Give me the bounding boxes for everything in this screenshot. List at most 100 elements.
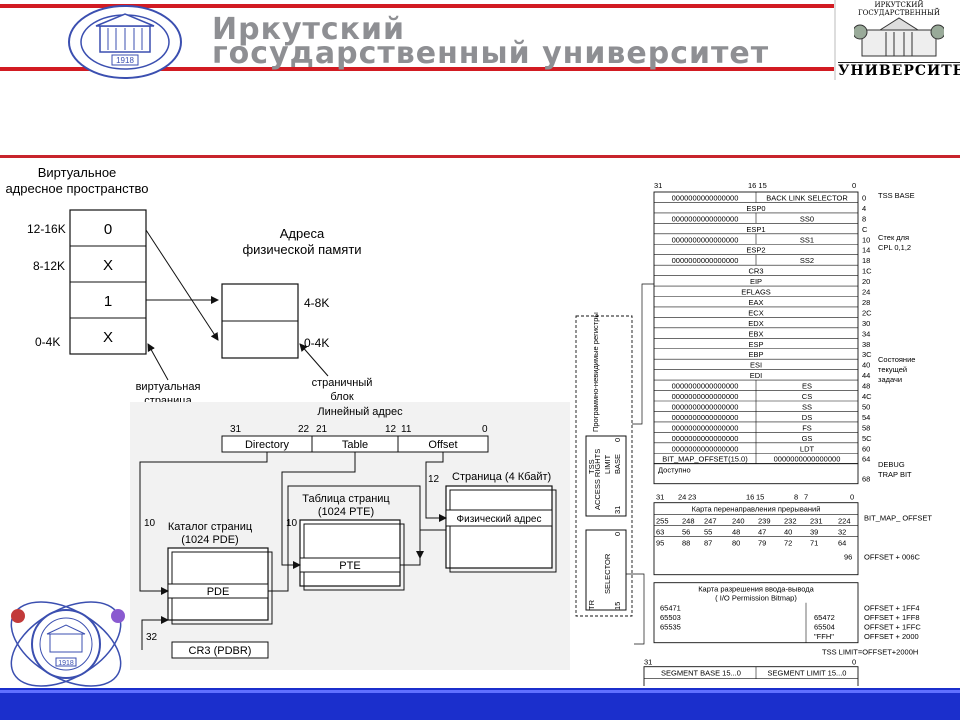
tss-io-box: [653, 582, 859, 644]
tss-redirect-96: 96: [844, 553, 852, 562]
seal-year: 1918: [116, 56, 134, 65]
tss-redirect-cell: 72: [784, 539, 792, 548]
tss-redirect-cell: 79: [758, 539, 766, 548]
tss-row-4-left: 0000000000000000: [672, 235, 739, 244]
tss-redirect-cell: 64: [838, 539, 846, 548]
virtual-row-1-value: X: [103, 257, 113, 274]
tss-tss-label: TSS: [587, 459, 596, 474]
tss-row-19-left: 0000000000000000: [672, 392, 739, 401]
virtual-row-3-range: 0-4K: [35, 335, 60, 349]
tss-n0: 0: [613, 532, 622, 536]
tss-redirect-cell: 255: [656, 517, 669, 526]
virtual-row-2-value: 1: [104, 293, 112, 310]
tss-row-8-offset: 20: [862, 277, 870, 286]
physical-range-1: 0-4K: [304, 336, 329, 350]
tss-available-box: [653, 463, 859, 485]
tss-row-5-offset: 14: [862, 246, 870, 255]
field-table: Table: [342, 439, 368, 451]
tss-row-20-right: SS: [802, 402, 812, 411]
tss-descriptor: [643, 666, 859, 686]
pte-label: PTE: [339, 560, 360, 572]
page-block-label-2: блок: [330, 391, 353, 403]
page-box: [445, 485, 553, 569]
bit-12: 12: [385, 424, 397, 435]
field-offset: Offset: [428, 439, 457, 451]
tss-segment-base: SEGMENT BASE 15...0: [661, 669, 741, 678]
tss-row-23-offset: 5C: [862, 434, 872, 443]
tss-row-2-left: 0000000000000000: [672, 214, 739, 223]
tss-io-left-1: 65503: [660, 613, 681, 622]
mapping-arrow-0: [145, 229, 219, 341]
tss-io-label-2: ( I/O Permission Bitmap): [715, 594, 797, 603]
tss-redirect-cell: 63: [656, 528, 664, 537]
tss-redirect-cell: 80: [732, 539, 740, 548]
tss-row-6-left: 0000000000000000: [672, 256, 739, 265]
tss-offset-006c: OFFSET + 006C: [864, 553, 921, 562]
tss-limit-field: LIMIT: [603, 454, 612, 474]
bottom-seal-year: 1918: [58, 660, 74, 667]
tss-row-25-offset: 64: [862, 455, 870, 464]
tss-redirect-cell: 40: [784, 528, 792, 537]
tss-redirect-cell: 232: [784, 517, 797, 526]
tss-row-13-field: EBX: [748, 329, 763, 338]
tss-io-right-1: 65472: [814, 613, 835, 622]
tss-row-19-offset: 4C: [862, 392, 872, 401]
cr3-box: [171, 641, 269, 659]
tss-row-1-offset: 4: [862, 204, 866, 213]
tss-offset-68: 68: [862, 475, 870, 484]
tss-row-22-left: 0000000000000000: [672, 423, 739, 432]
physical-label-2: физической памяти: [242, 242, 361, 257]
virtual-row-0-value: 0: [104, 221, 112, 238]
tss-redirect-cell: 95: [656, 539, 664, 548]
tss-row-22-offset: 58: [862, 423, 870, 432]
tss-redirect-cell: 47: [758, 528, 766, 537]
tss-row-0-offset: 0: [862, 193, 866, 202]
bottom-seal-logo: 1918: [10, 601, 125, 687]
tss-row-9-offset: 24: [862, 288, 870, 297]
tss-row-21-left: 0000000000000000: [672, 413, 739, 422]
tss-row-6-right: SS2: [800, 256, 814, 265]
header-title-line1: Иркутский: [212, 12, 406, 47]
tss-base-field: BASE: [613, 454, 622, 474]
physical-label-1: Адреса: [280, 226, 325, 241]
tss-row-18-offset: 48: [862, 382, 870, 391]
tss-row-2-right: SS0: [800, 214, 814, 223]
tss-row-25-left: BIT_MAP_OFFSET(15.0): [662, 455, 748, 464]
tss-row-15-offset: 3C: [862, 350, 872, 359]
tss-io-left-0: 65471: [660, 604, 681, 613]
tss-io-right-3: "FFH": [814, 632, 834, 641]
tss-bitrow-7: 0: [850, 493, 854, 502]
virtual-label-2: адресное пространство: [5, 181, 148, 196]
tss-redirect-cell: 224: [838, 517, 851, 526]
tss-row-22-right: FS: [802, 423, 812, 432]
virtual-row-0-range: 12-16K: [27, 222, 66, 236]
tss-row-16-offset: 40: [862, 361, 870, 370]
bit-21: 21: [316, 424, 328, 435]
translation-diagram: Линейный адрес 31 22 21 12 11 0 Director…: [130, 402, 570, 670]
tss-row-8-field: EIP: [750, 277, 762, 286]
tss-redirect-cell: 48: [732, 528, 740, 537]
virtual-label-1: Виртуальное: [38, 165, 117, 180]
tss-row-10-field: EAX: [748, 298, 763, 307]
footer-highlight: [0, 690, 960, 693]
tss-redirect-cell: 240: [732, 517, 745, 526]
pde-label: PDE: [207, 586, 230, 598]
header-stripe-top: [0, 4, 834, 8]
right-logo-top-text: ИРКУТСКИЙ ГОСУДАРСТВЕННЫЙ: [858, 1, 940, 17]
virtual-row-3-value: X: [103, 329, 113, 346]
tss-connector: [632, 283, 654, 425]
tss-row-21-right: DS: [802, 413, 812, 422]
virtual-page-label-1: виртуальная: [136, 381, 201, 393]
tss-row-7-field: CR3: [748, 267, 763, 276]
tss-redirect-cell: 39: [810, 528, 818, 537]
tss-redirect-cell: 247: [704, 517, 717, 526]
tss-row-17-field: EDI: [750, 371, 763, 380]
page-label: Страница (4 Кбайт): [452, 471, 551, 483]
tss-row-19-right: CS: [802, 392, 812, 401]
tss-io-offset-2: OFFSET + 1FFC: [864, 623, 921, 632]
tss-row-7-offset: 1C: [862, 267, 872, 276]
tss-row-0-left: 0000000000000000: [672, 193, 739, 202]
right-logo-bottom-text: УНИВЕРСИТЕТ: [838, 62, 960, 79]
tss-row-23-right: GS: [802, 434, 813, 443]
tss-row-9-field: EFLAGS: [741, 288, 771, 297]
